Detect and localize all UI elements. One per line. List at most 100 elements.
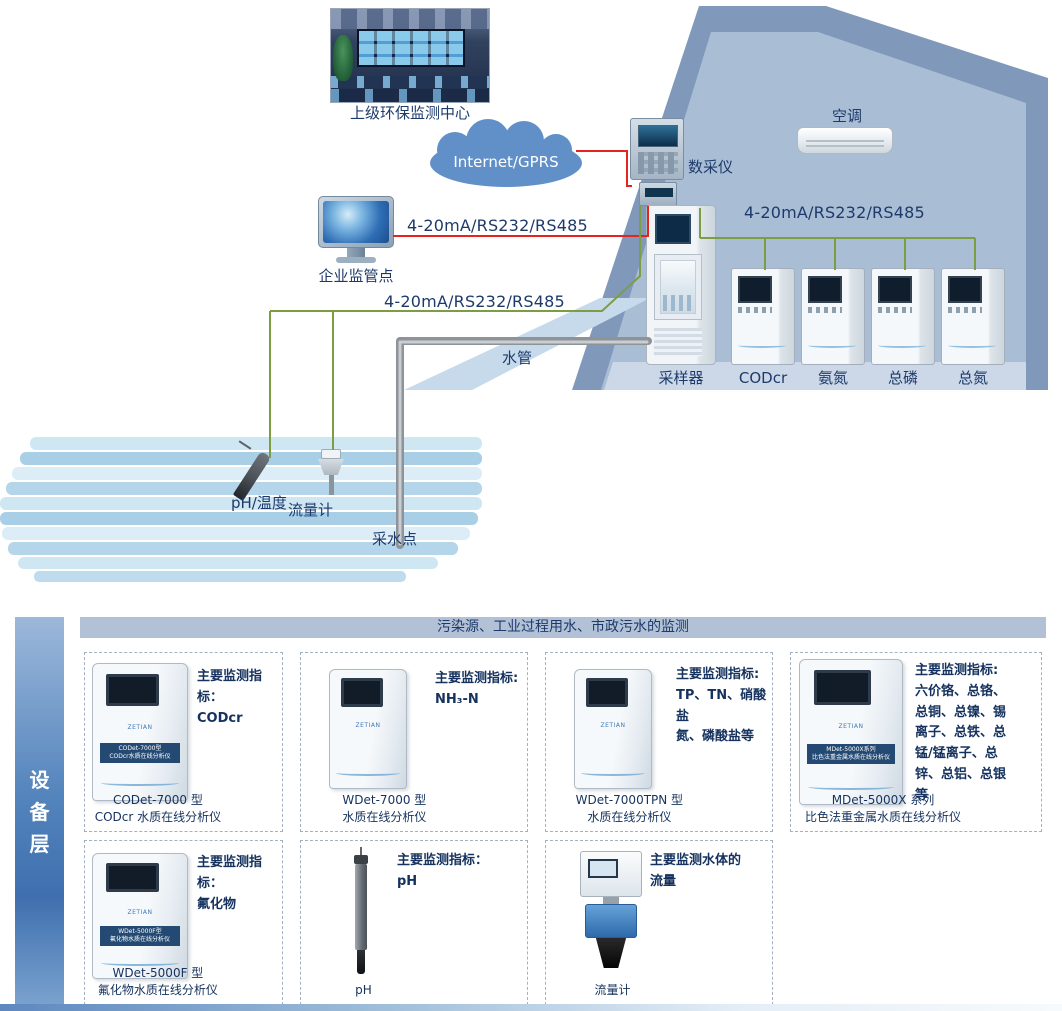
analyzer-label-codcr: CODcr (738, 369, 788, 387)
analyzer-label-tp: 总磷 (887, 369, 918, 387)
product-name: 流量计 (594, 983, 631, 998)
sampler-door (654, 254, 702, 320)
cabinet-screen (106, 673, 159, 707)
monitor-base (336, 257, 376, 263)
product-spec: 主要监测指标: 六价铬、总铬、 总铜、总镍、锡 离子、总铁、总 锰/锰离子、总 … (915, 663, 1007, 803)
probe-tip (357, 950, 365, 974)
probe-cable (360, 847, 362, 855)
analyzer-cabinet-tn (941, 268, 1005, 365)
analyzer-cabinet-tp (871, 268, 935, 365)
product-name: WDet-7000 型 水质在线分析仪 (342, 793, 427, 825)
ceiling-lights (331, 9, 489, 29)
product-card-wdet-7000tpn: ZETIAN 主要监测指标: TP、TN、硝酸盐 氮、磷酸盐等 WDet-700… (545, 652, 773, 832)
zetian-logo: ZETIAN (600, 721, 626, 729)
analyzer-cabinet-nh3n (801, 268, 865, 365)
air-conditioner (797, 127, 893, 154)
codet-7000-cabinet-image: ZETIAN CODet-7000型 CODcr水质在线分析仪 (92, 663, 188, 801)
section-header: 污染源、工业过程用水、市政污水的监测 (80, 617, 1046, 638)
product-card-codet-7000: ZETIAN CODet-7000型 CODcr水质在线分析仪 主要监测指标： … (84, 652, 283, 832)
data-collector-device (630, 118, 684, 180)
monitor-stand (347, 248, 365, 257)
equipment-layer-label: 设备层 (29, 768, 50, 856)
probe-body (355, 864, 367, 950)
cabinet-model-text: CODet-7000型 CODcr水质在线分析仪 (99, 742, 181, 764)
product-name: MDet-5000X 系列 比色法重金属水质在线分析仪 (804, 793, 961, 825)
module-screen (645, 188, 673, 197)
monitor-screen (323, 201, 389, 243)
datalogger-label: 数采仪 (688, 158, 734, 176)
analyzer-cabinet-codcr (731, 268, 795, 365)
cabinet-decor-line (100, 960, 180, 966)
internet-gprs-label: Internet/GPRS (453, 153, 559, 171)
datalogger-keypad (638, 152, 678, 174)
flowmeter-image (578, 851, 644, 979)
product-spec: 主要监测指标: NH₃-N (435, 671, 519, 707)
cabinet-screen (948, 276, 982, 303)
bus-label-sensors: 4-20mA/RS232/RS485 (384, 292, 565, 311)
intake-label: 采水点 (372, 530, 418, 548)
flow-sensor-cap (321, 449, 341, 459)
cabinet-decor-line (878, 343, 926, 348)
zetian-logo: ZETIAN (127, 908, 153, 916)
analyzer-label-tn: 总氮 (957, 369, 988, 387)
flowmeter-body (585, 904, 637, 938)
ph-temp-label: pH/温度 (231, 494, 287, 512)
video-wall (357, 29, 465, 67)
internet-cloud-shape (430, 119, 582, 187)
data-collector-module (639, 182, 677, 206)
wdet-7000-cabinet-image: ZETIAN (329, 669, 407, 789)
ac-label: 空调 (831, 107, 862, 125)
analyzer-label-nh3n: 氨氮 (817, 369, 848, 387)
bus-label-analyzers: 4-20mA/RS232/RS485 (744, 203, 925, 222)
cabinet-screen (808, 276, 842, 303)
wdet-7000tpn-cabinet-image: ZETIAN (574, 669, 652, 789)
cabinet-decor-line (738, 343, 786, 348)
zetian-logo: ZETIAN (838, 723, 864, 731)
zetian-logo: ZETIAN (127, 723, 153, 731)
cabinet-screen (340, 678, 384, 707)
flowmeter-transducer (595, 938, 627, 968)
cabinet-decor-line (581, 770, 645, 777)
cabinet-decor-line (336, 770, 400, 777)
flowmeter-label: 流量计 (288, 501, 334, 519)
plant (333, 35, 353, 81)
cabinet-decor-line (808, 343, 856, 348)
sampler-window (660, 260, 696, 314)
cabinet-keypad (948, 307, 982, 313)
product-card-ph: 主要监测指标： pH pH (300, 840, 528, 1005)
cabinet-model-text: MDet-5000X系列 比色法重金属水质在线分析仪 (807, 743, 895, 764)
cabinet-keypad (878, 307, 912, 313)
bottom-gradient-bar (0, 1004, 1062, 1011)
flow-sensor-body (318, 459, 344, 475)
cabinet-screen (814, 670, 872, 705)
wdet-5000f-cabinet-image: ZETIAN WDet-5000F型 氟化物水质在线分析仪 (92, 853, 188, 979)
ac-vents (806, 140, 884, 149)
zetian-logo: ZETIAN (355, 721, 381, 729)
operator-desks (331, 76, 489, 88)
monitor-frame (318, 196, 394, 248)
equipment-layer-tab: 设备层 (15, 617, 64, 1007)
product-name: pH (355, 983, 372, 998)
flow-sensor (318, 449, 344, 497)
datalogger-screen (638, 125, 678, 147)
sampler-vent (654, 328, 702, 356)
cabinet-screen (878, 276, 912, 303)
product-name: CODet-7000 型 CODcr 水质在线分析仪 (94, 793, 222, 825)
cabinet-keypad (808, 307, 842, 313)
product-spec: 主要监测水体的 流量 (650, 853, 742, 889)
product-card-wdet-5000f: ZETIAN WDet-5000F型 氟化物水质在线分析仪 主要监测指标： 氟化… (84, 840, 283, 1005)
product-spec: 主要监测指标： 氟化物 (197, 855, 263, 912)
sampler-screen (655, 214, 691, 244)
sampler-label: 采样器 (658, 369, 704, 387)
monitoring-center-photo (330, 8, 490, 103)
cabinet-model-text: WDet-5000F型 氟化物水质在线分析仪 (99, 925, 181, 947)
product-spec: 主要监测指标： pH (397, 853, 489, 889)
probe-cap (354, 855, 368, 864)
product-card-mdet-5000x: ZETIAN MDet-5000X系列 比色法重金属水质在线分析仪 主要监测指标… (790, 652, 1042, 832)
cabinet-keypad (738, 307, 772, 313)
product-name: WDet-5000F 型 氟化物水质在线分析仪 (97, 966, 218, 998)
cabinet-screen (738, 276, 772, 303)
enterprise-computer (318, 196, 394, 266)
product-spec: 主要监测指标: TP、TN、硝酸盐 氮、磷酸盐等 (676, 667, 767, 745)
